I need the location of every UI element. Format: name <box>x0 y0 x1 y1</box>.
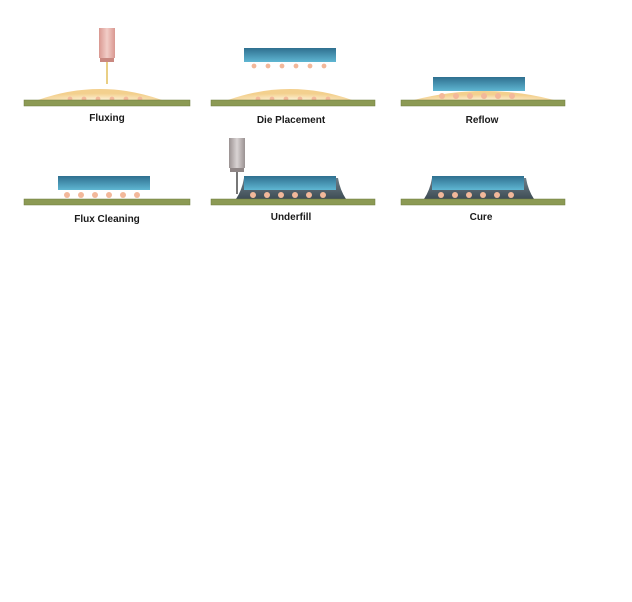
step-fluxing <box>23 28 191 107</box>
flux-dispense-nozzle-icon <box>99 28 115 58</box>
solder-joint-row <box>439 93 515 99</box>
die <box>432 176 524 190</box>
solder-joint-row <box>438 192 514 198</box>
nozzle-tip <box>100 58 114 62</box>
die <box>58 176 150 190</box>
die <box>433 77 525 91</box>
step-underfill <box>210 138 376 206</box>
substrate <box>210 198 376 206</box>
label-underfill: Underfill <box>270 212 312 223</box>
die <box>244 48 336 62</box>
die-bump-row <box>251 63 327 69</box>
step-cure <box>400 176 566 206</box>
step-flux-cleaning <box>23 176 191 206</box>
label-cure: Cure <box>469 212 493 223</box>
substrate <box>400 99 566 107</box>
substrate <box>23 99 191 107</box>
solder-joint-row <box>64 192 140 198</box>
step-reflow <box>400 77 566 107</box>
substrate <box>23 198 191 206</box>
label-reflow: Reflow <box>465 115 499 126</box>
solder-joint-row <box>250 192 326 198</box>
step-die-placement <box>210 48 376 107</box>
substrate <box>210 99 376 107</box>
nozzle-tip <box>230 168 244 172</box>
flux-layer <box>228 89 352 100</box>
underfill-dispense-nozzle-icon <box>229 138 245 168</box>
label-fluxing: Fluxing <box>89 113 125 124</box>
substrate <box>400 198 566 206</box>
label-flux-cleaning: Flux Cleaning <box>74 214 140 225</box>
die <box>244 176 336 190</box>
label-die-placement: Die Placement <box>256 115 326 126</box>
